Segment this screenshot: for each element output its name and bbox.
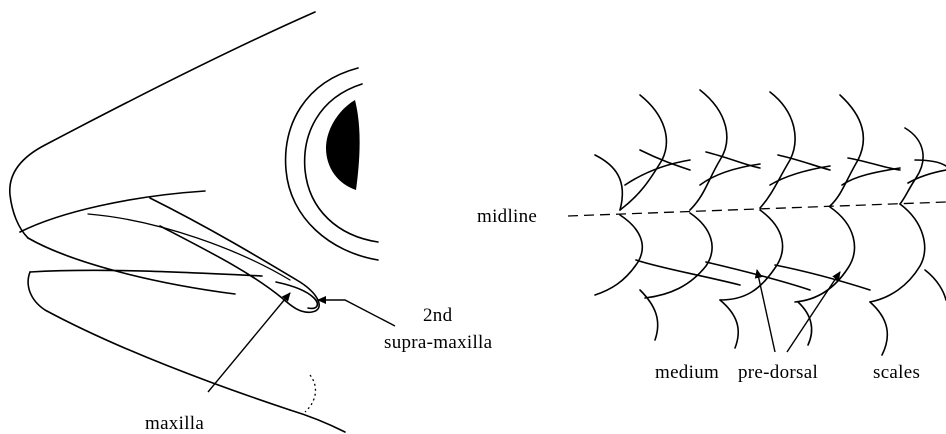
label-scales: scales [873, 362, 920, 383]
label-midline: midline [477, 206, 537, 227]
scale-edge-upper [620, 95, 666, 210]
scale-edge-lower [775, 265, 870, 290]
snout-lower-contour [28, 238, 235, 294]
midline-dashed-line [568, 202, 946, 216]
label-supra-maxilla-2: supra-maxilla [384, 332, 493, 353]
scale-pointer-1 [757, 270, 775, 352]
scale-edge-lower [636, 260, 740, 285]
label-supra-maxilla-1: 2nd [423, 305, 453, 326]
second-supra-maxilla [276, 282, 317, 308]
scale-edge-upper [690, 90, 727, 210]
scale-edge-upper [842, 168, 900, 185]
label-medium: medium [655, 362, 719, 383]
scale-edge-upper [830, 95, 863, 206]
supra-maxilla-pointer [318, 300, 395, 326]
scale-edge-upper [900, 128, 923, 204]
throat-dotted-mark [305, 375, 315, 412]
scale-edge-lower [720, 210, 783, 300]
scale-edge-upper [770, 166, 830, 185]
fish-head-illustration [10, 12, 378, 432]
scale-edge-upper [760, 92, 795, 208]
scale-edge-lower [595, 215, 642, 295]
maxilla-pointer [208, 293, 290, 392]
scale-edge-lower [720, 300, 738, 348]
scale-edge-upper [595, 155, 622, 210]
throat-contour [290, 410, 345, 432]
lower-jaw-top [30, 270, 262, 276]
scale-edge-upper [625, 160, 690, 185]
label-maxilla: maxilla [145, 413, 204, 434]
label-pre-dorsal: pre-dorsal [738, 362, 818, 383]
scale-edge-lower [870, 302, 887, 355]
scale-edge-lower [798, 302, 812, 345]
scale-pointer-2 [787, 272, 840, 352]
eye-pupil [326, 100, 360, 190]
scale-edge-lower [925, 270, 946, 300]
scale-edge-lower [870, 204, 925, 302]
scale-pattern [595, 90, 946, 355]
scale-edge-upper [915, 160, 946, 166]
maxilla-bone [150, 198, 319, 312]
scale-edge-lower [645, 213, 712, 298]
